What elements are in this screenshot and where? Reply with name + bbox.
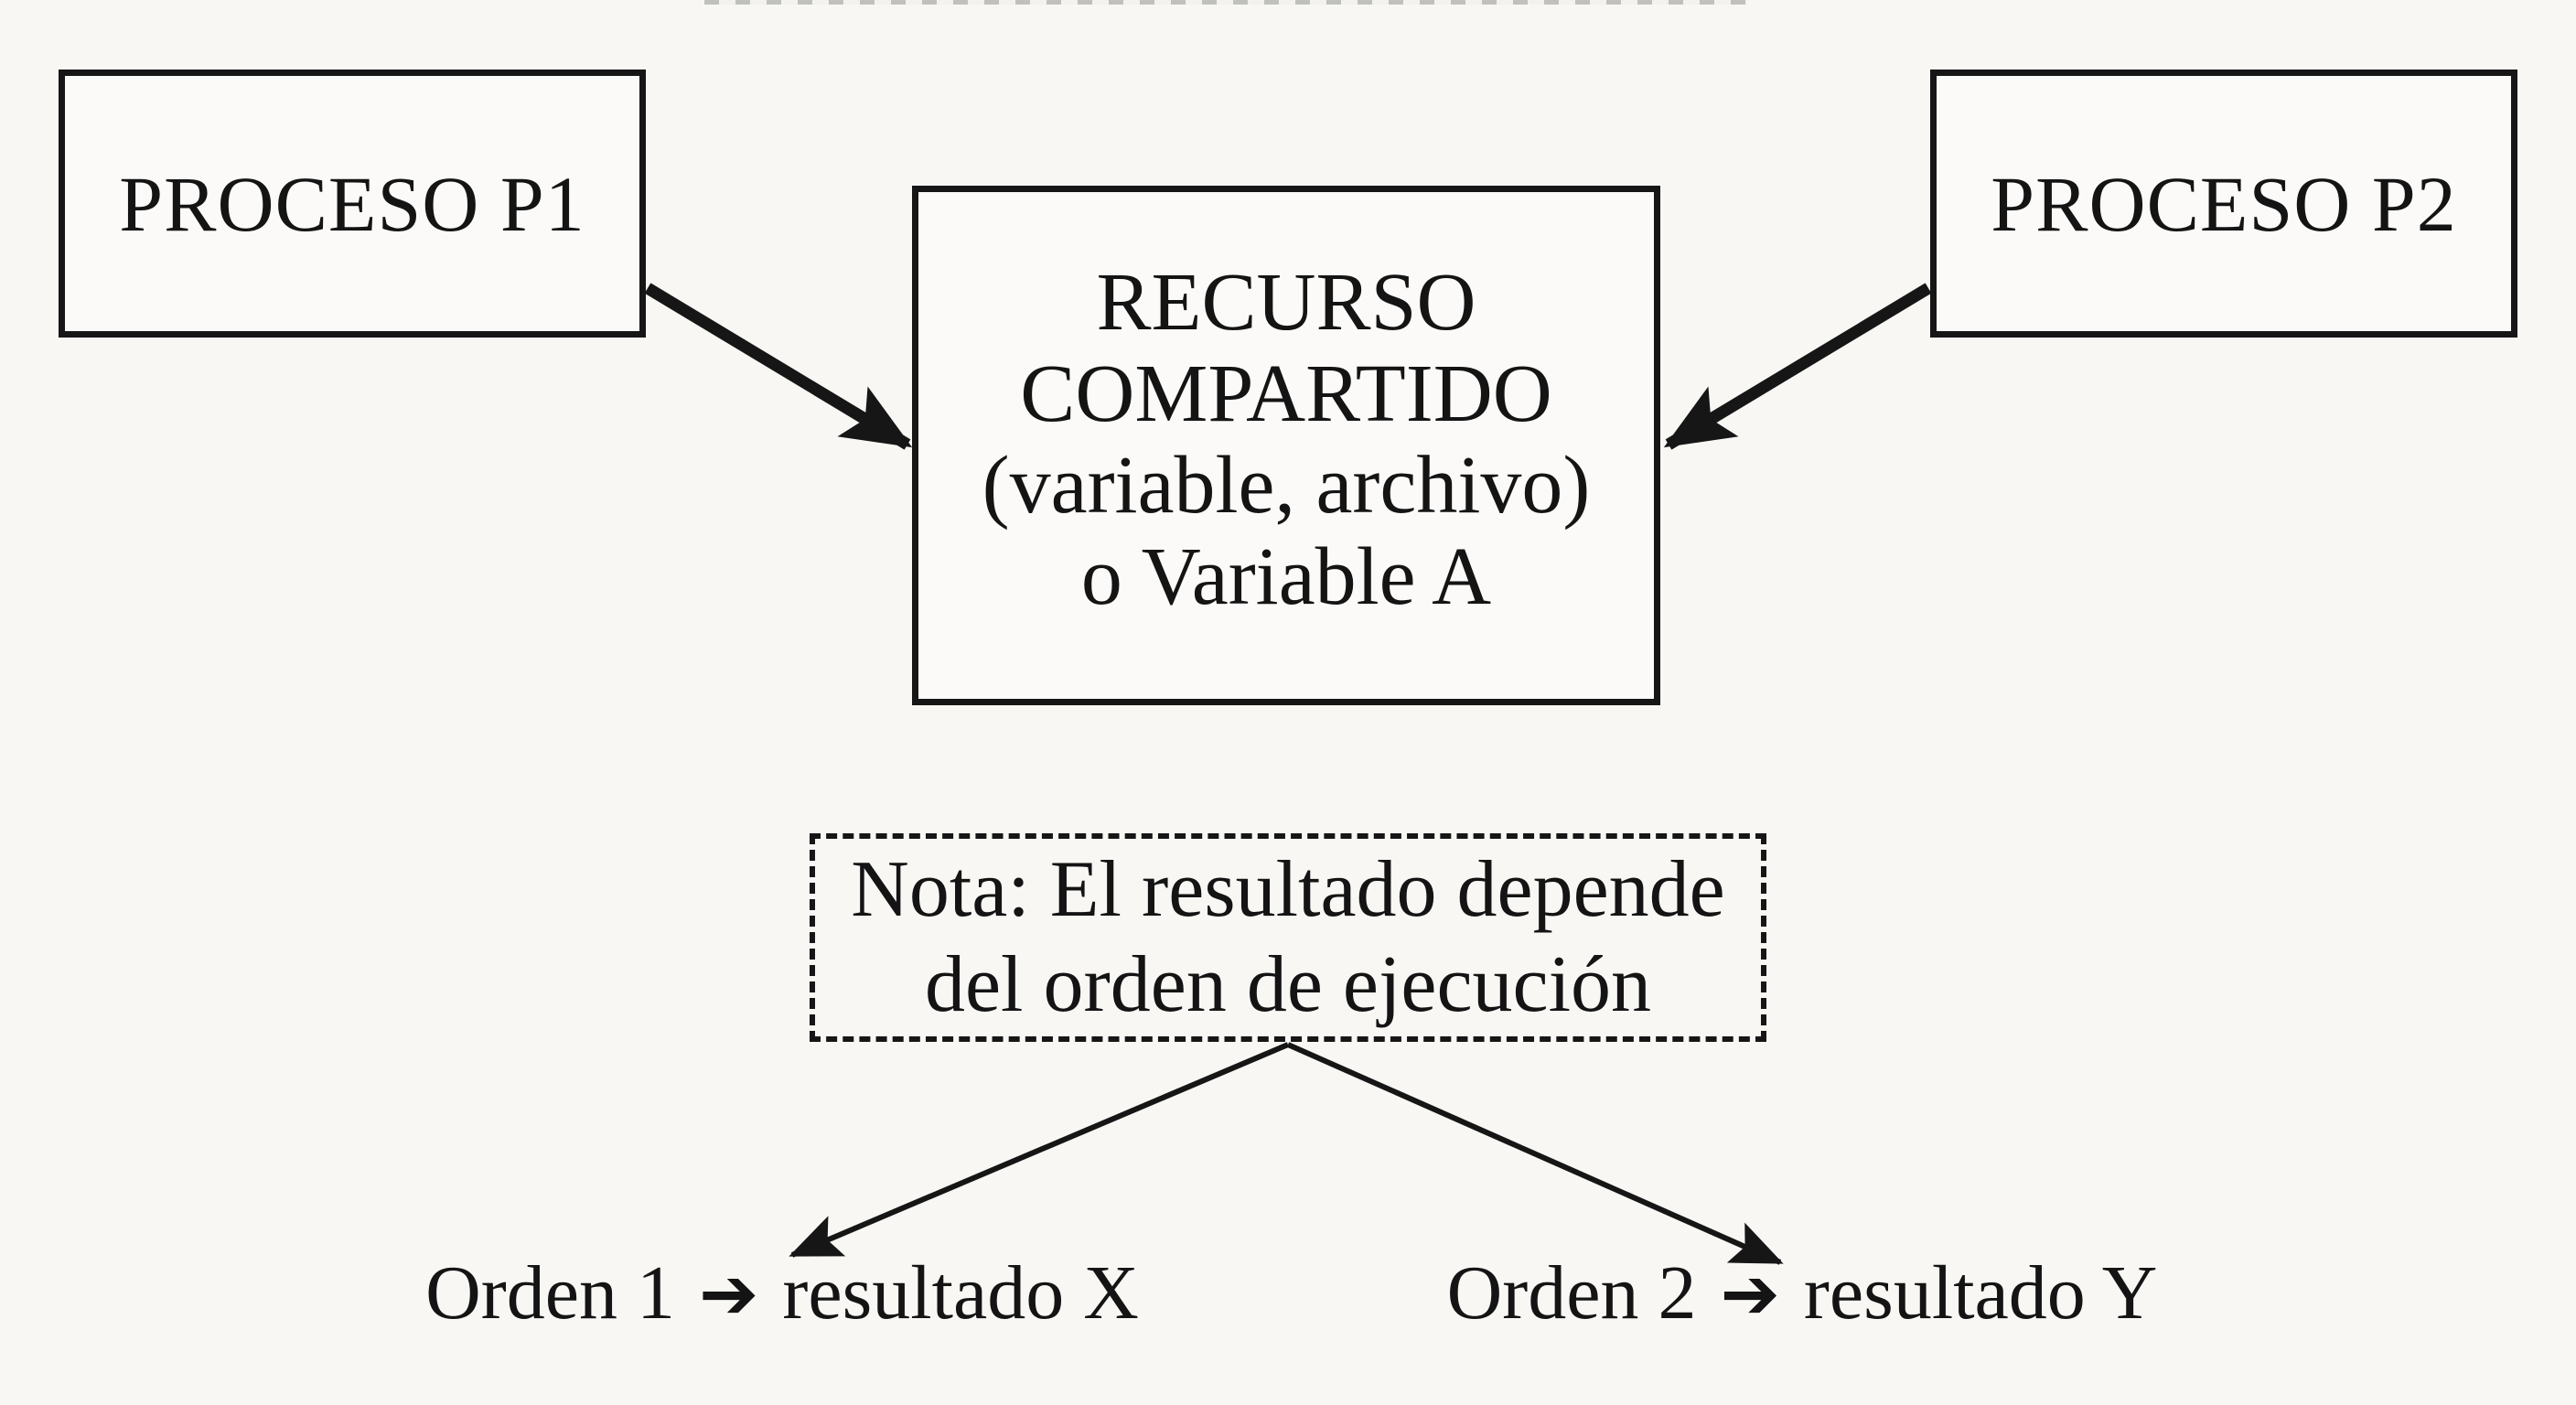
right-arrow-icon: ➔: [699, 1253, 759, 1335]
process-p2-label: PROCESO P2: [1991, 159, 2457, 248]
shared-resource-line-3: (variable, archivo): [982, 440, 1591, 531]
shared-resource-line-2: COMPARTIDO: [1020, 349, 1552, 439]
process-p1-box: PROCESO P1: [59, 70, 646, 338]
arrow-p1-to-shared: [644, 283, 913, 450]
shared-resource-line-1: RECURSO: [1096, 257, 1476, 348]
arrow-note-to-order1: [789, 1042, 1290, 1258]
note-line-2: del orden de ejecución: [924, 940, 1652, 1029]
arrow-p2-to-shared: [1663, 283, 1932, 450]
right-arrow-icon: ➔: [1720, 1253, 1780, 1335]
outcome-order2-result: resultado Y: [1803, 1249, 2158, 1335]
scan-artifact-strip: [704, 0, 1747, 5]
outcome-order1: Orden 1 ➔ resultado X: [425, 1242, 1139, 1343]
shared-resource-box: RECURSO COMPARTIDO (variable, archivo) o…: [912, 186, 1660, 705]
outcome-order2-prefix: Orden 2: [1446, 1249, 1697, 1335]
outcome-order2: Orden 2 ➔ resultado Y: [1436, 1242, 2168, 1343]
outcome-order1-prefix: Orden 1: [425, 1249, 675, 1335]
note-box: Nota: El resultado depende del orden de …: [810, 833, 1766, 1042]
process-p1-label: PROCESO P1: [119, 159, 585, 248]
shared-resource-line-4: o Variable A: [1080, 531, 1492, 622]
process-p2-box: PROCESO P2: [1930, 70, 2517, 338]
note-line-1: Nota: El resultado depende: [851, 845, 1725, 934]
outcome-order1-result: resultado X: [782, 1249, 1139, 1335]
arrow-note-to-order2: [1286, 1042, 1784, 1265]
